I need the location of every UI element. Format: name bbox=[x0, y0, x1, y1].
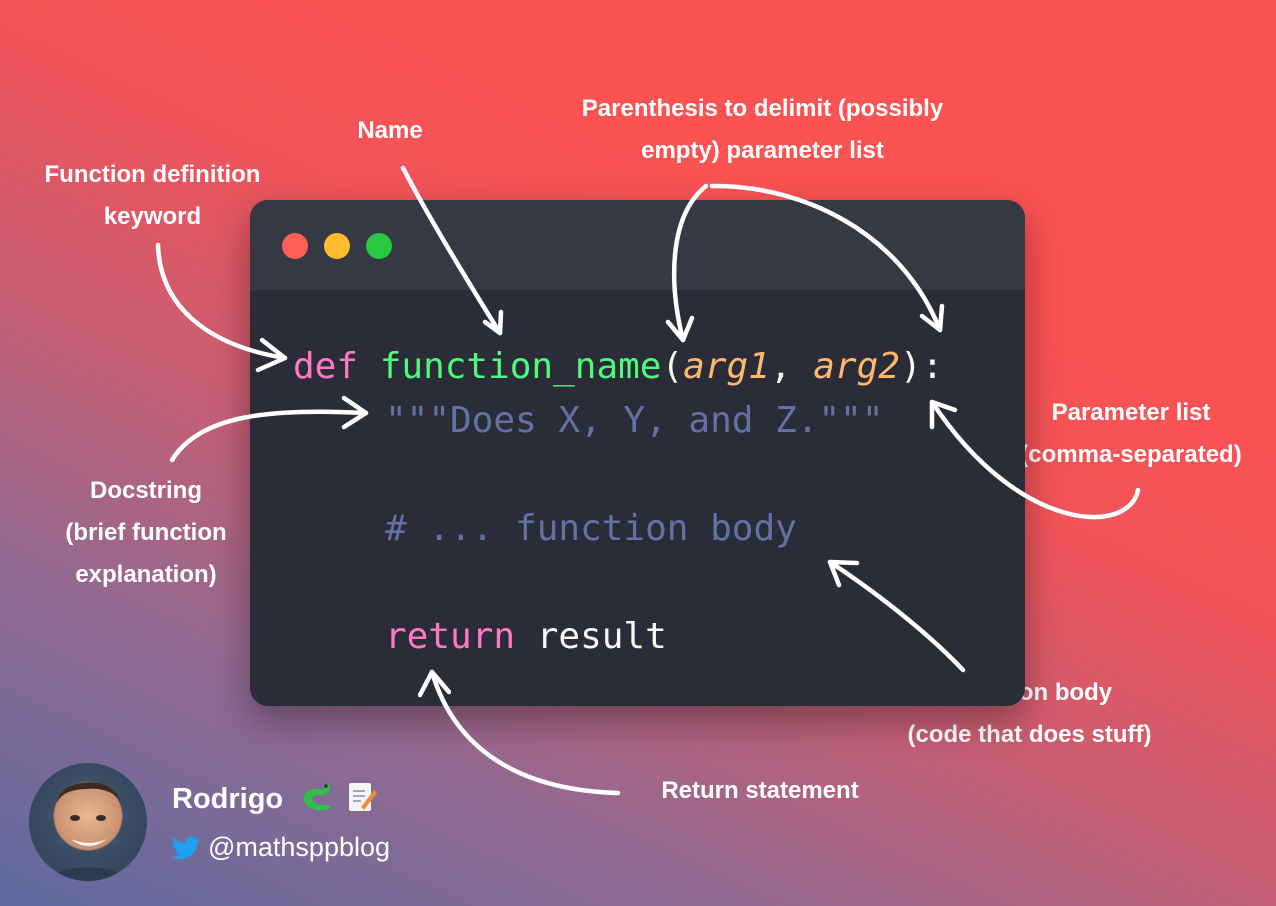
twitter-handle[interactable]: @mathsppblog bbox=[208, 832, 391, 862]
arg1: arg1 bbox=[683, 346, 770, 387]
code-line-return: return result bbox=[385, 616, 667, 657]
docstring: """Does X, Y, and Z.""" bbox=[385, 400, 884, 441]
code-line-comment: # ... function body bbox=[385, 508, 797, 549]
arg2: arg2 bbox=[813, 346, 900, 387]
close-paren-colon: ): bbox=[899, 346, 944, 387]
return-keyword: return bbox=[385, 616, 516, 657]
minimize-dot-icon bbox=[324, 233, 350, 259]
return-value: result bbox=[515, 616, 667, 657]
code-line-docstring: """Does X, Y, and Z.""" bbox=[385, 400, 884, 441]
memo-emoji-icon bbox=[349, 783, 378, 811]
avatar bbox=[29, 763, 147, 881]
twitter-handle-row[interactable]: @mathsppblog bbox=[172, 832, 390, 863]
author-name: Rodrigo bbox=[172, 781, 378, 816]
def-keyword: def bbox=[293, 346, 359, 387]
snake-emoji-icon bbox=[304, 783, 332, 811]
body-comment: # ... function body bbox=[385, 508, 797, 549]
annotation-docstring: Docstring (brief function explanation) bbox=[65, 477, 227, 588]
annotation-parameter-list: Parameter list (comma-separated) bbox=[1020, 399, 1242, 468]
twitter-bird-icon bbox=[172, 835, 200, 859]
open-paren: ( bbox=[661, 346, 684, 387]
code-line-def: def function_name(arg1, arg2): bbox=[293, 346, 943, 387]
close-dot-icon bbox=[282, 233, 308, 259]
function-name: function_name bbox=[379, 346, 662, 387]
code-block: def function_name(arg1, arg2): """Does X… bbox=[0, 0, 943, 657]
annotation-return: Return statement bbox=[661, 777, 859, 804]
arg-comma: , bbox=[769, 346, 814, 387]
avatar-face-icon bbox=[49, 782, 127, 881]
annotation-parens: Parenthesis to delimit (possibly empty) … bbox=[581, 95, 944, 164]
annotation-name: Name bbox=[357, 117, 423, 144]
maximize-dot-icon bbox=[366, 233, 392, 259]
annotation-function-body: Function body (code that does stuff) bbox=[907, 679, 1152, 748]
annotation-keyword: Function definition keyword bbox=[44, 161, 261, 230]
